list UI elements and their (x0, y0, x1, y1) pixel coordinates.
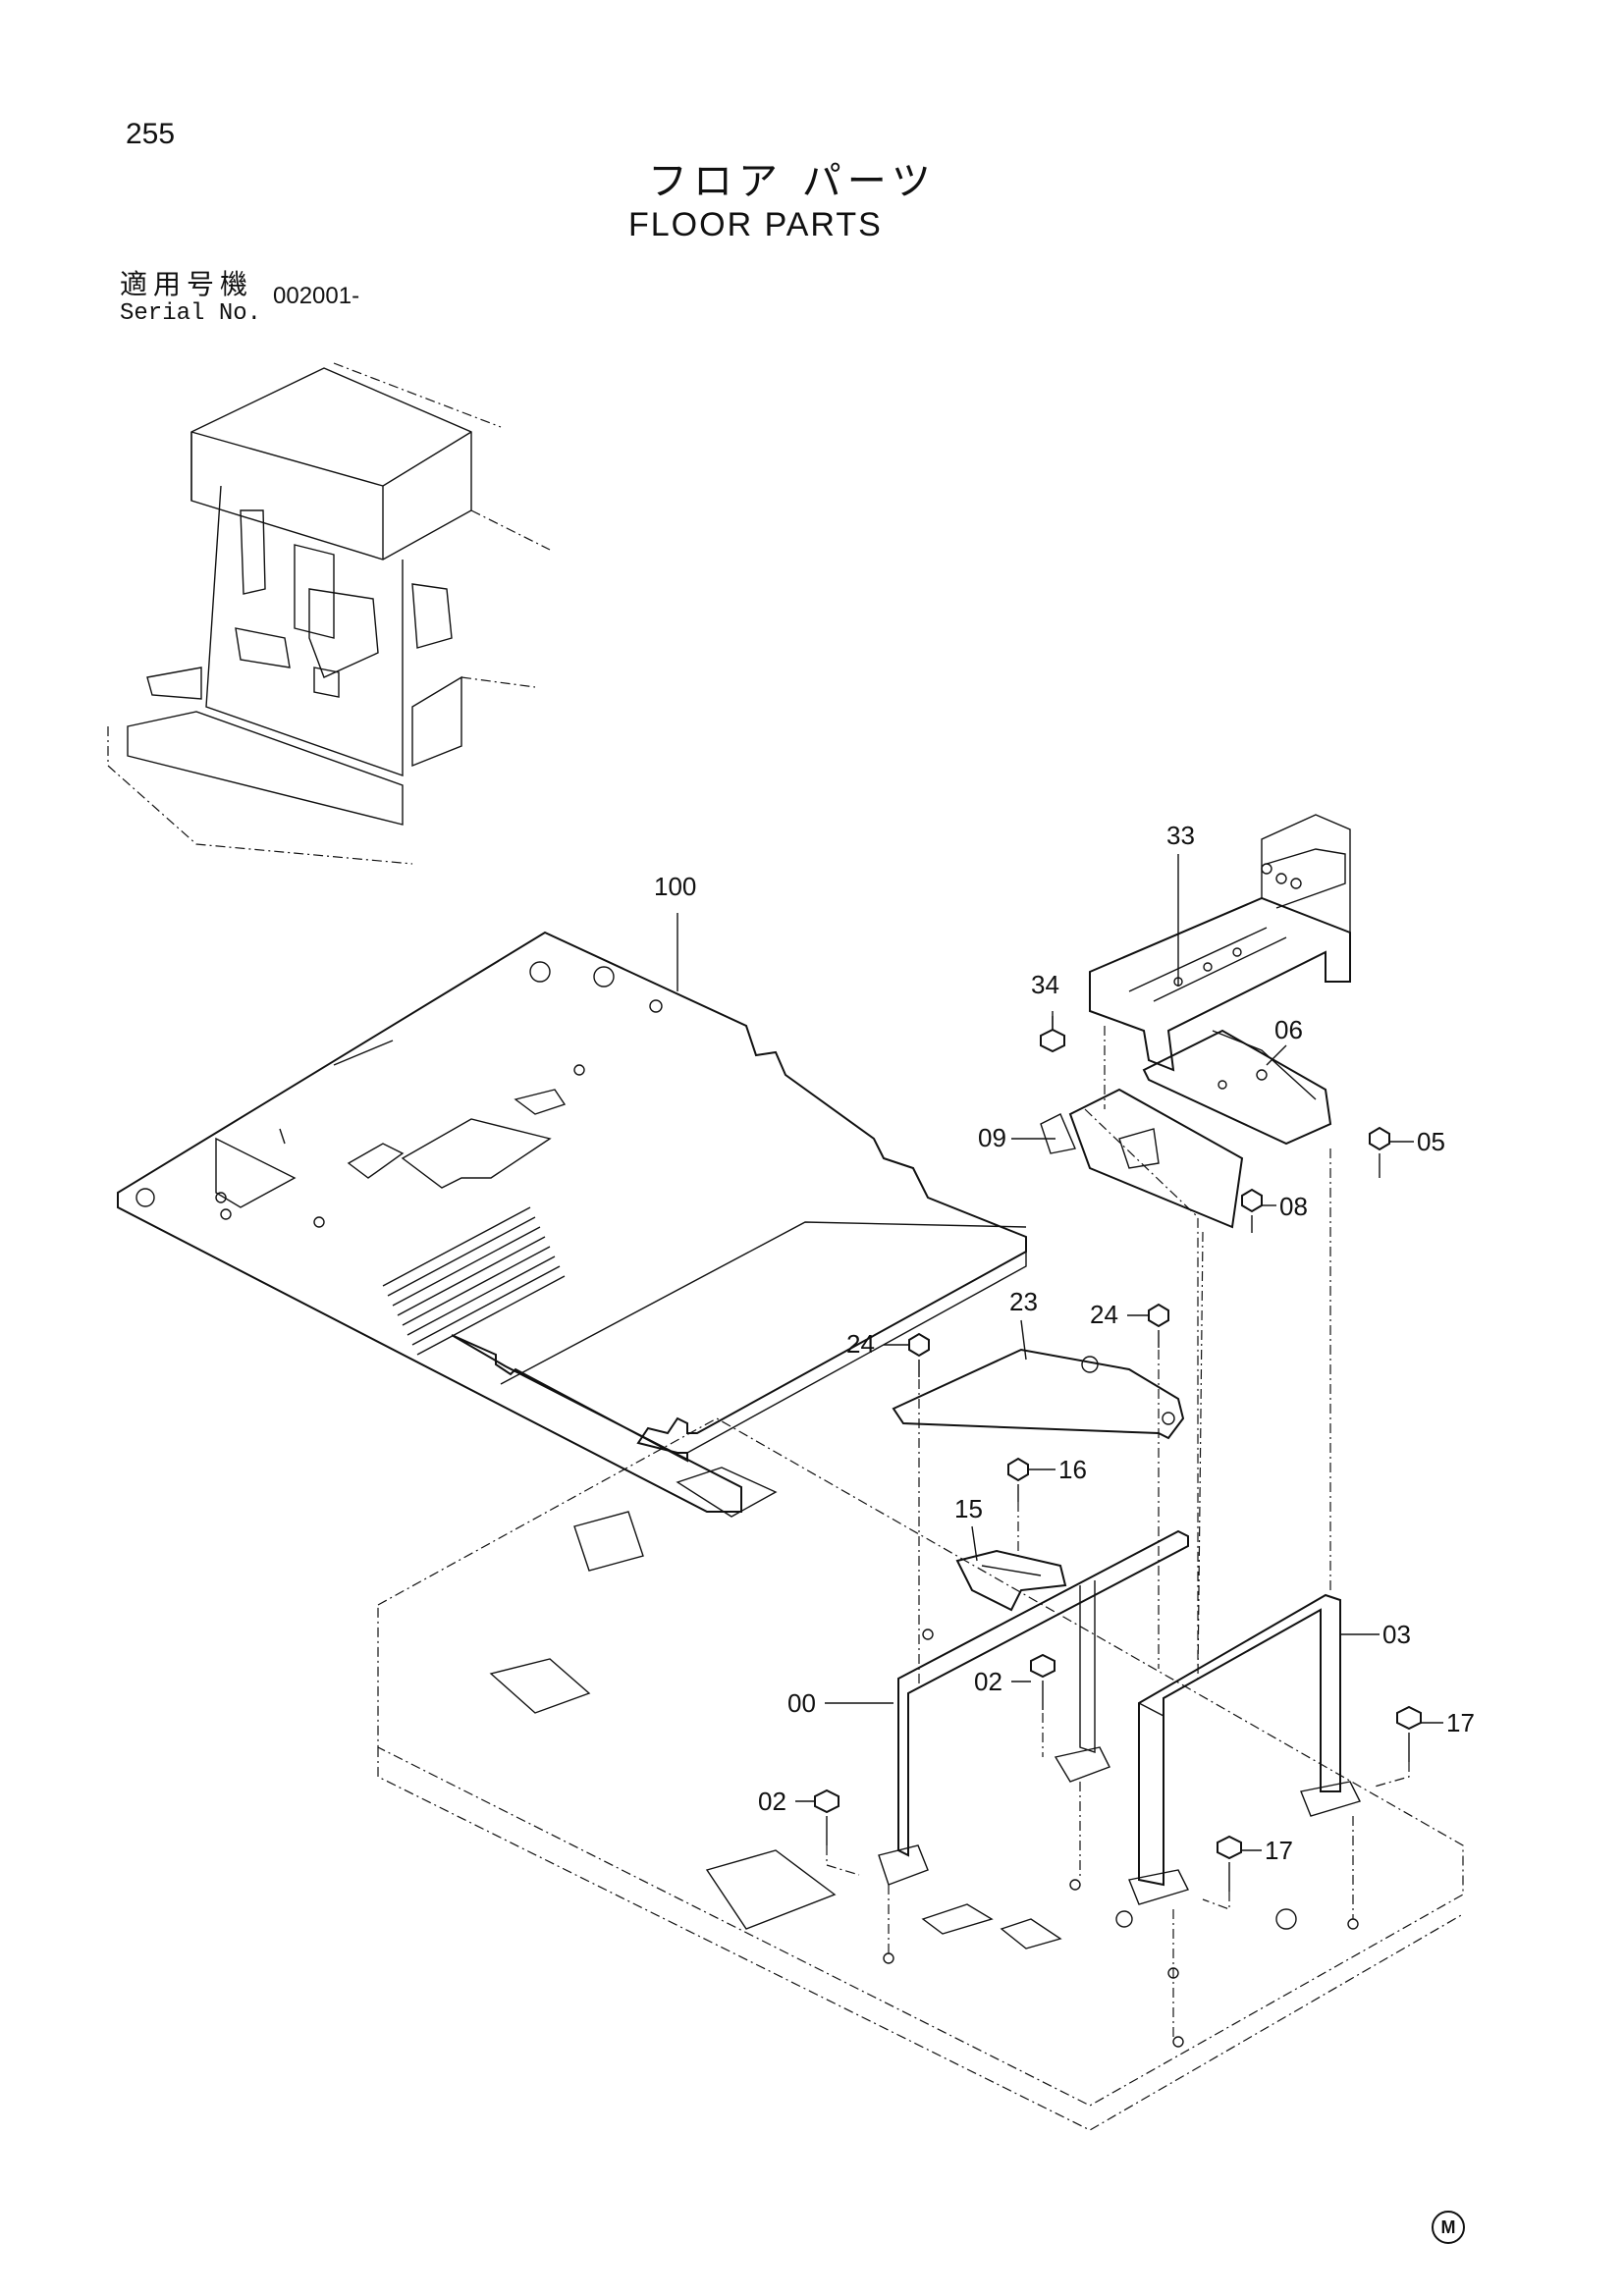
callout-16: 16 (1058, 1455, 1087, 1484)
title-english: FLOOR PARTS (628, 206, 883, 243)
bracket-06 (1142, 1029, 1332, 1146)
part-callouts: 100 33 34 06 05 09 08 23 24 24 16 15 03 … (654, 821, 1475, 1865)
callout-03: 03 (1382, 1620, 1411, 1649)
callout-00: 00 (787, 1688, 816, 1718)
serial-label-japanese: 適用号機 (120, 268, 254, 300)
bolt-05 (1369, 1126, 1390, 1151)
callout-08: 08 (1279, 1192, 1308, 1221)
callout-02a: 02 (758, 1787, 786, 1816)
bolt-24b (1148, 1303, 1169, 1328)
alignment-lines (826, 1026, 1410, 2037)
model-mark-icon: M (1432, 2211, 1465, 2244)
base-frame (377, 1417, 1464, 2131)
leader-lines (677, 854, 1443, 1851)
callout-24a: 24 (846, 1329, 875, 1359)
stand-03 (1128, 1593, 1361, 1905)
bolt-17b (1217, 1835, 1242, 1860)
bracket-09 (1040, 1088, 1244, 1229)
serial-number-value: 002001- (273, 283, 360, 309)
callout-06: 06 (1274, 1015, 1303, 1044)
serial-label-english: Serial No. (120, 300, 262, 327)
callout-100: 100 (654, 872, 696, 901)
bracket-23 (892, 1348, 1185, 1440)
bolt-17a (1396, 1705, 1422, 1731)
callout-17a: 17 (1446, 1708, 1475, 1737)
callout-15: 15 (954, 1494, 983, 1523)
bolt-16 (1007, 1457, 1029, 1482)
bolt-08 (1241, 1188, 1263, 1213)
callout-34: 34 (1031, 970, 1059, 999)
bolt-02b (1030, 1653, 1056, 1679)
callout-02b: 02 (974, 1667, 1002, 1696)
callout-33: 33 (1166, 821, 1195, 850)
floor-plate (117, 931, 1027, 1513)
cab-location-thumbnail (107, 362, 551, 865)
callout-09: 09 (978, 1123, 1006, 1152)
title-japanese: フロア パーツ (648, 159, 937, 204)
stand-00 (878, 1529, 1189, 1886)
bracket-33 (1089, 814, 1351, 1072)
page-number: 255 (126, 118, 176, 150)
bolt-34 (1040, 1028, 1065, 1053)
callout-23: 23 (1009, 1287, 1038, 1316)
callout-17b: 17 (1265, 1836, 1293, 1865)
bolt-02a (814, 1789, 839, 1814)
callout-24b: 24 (1090, 1300, 1118, 1329)
bolts (814, 1016, 1422, 1892)
bracket-15 (955, 1549, 1067, 1612)
callout-05: 05 (1417, 1127, 1445, 1156)
bolt-24a (908, 1332, 930, 1358)
